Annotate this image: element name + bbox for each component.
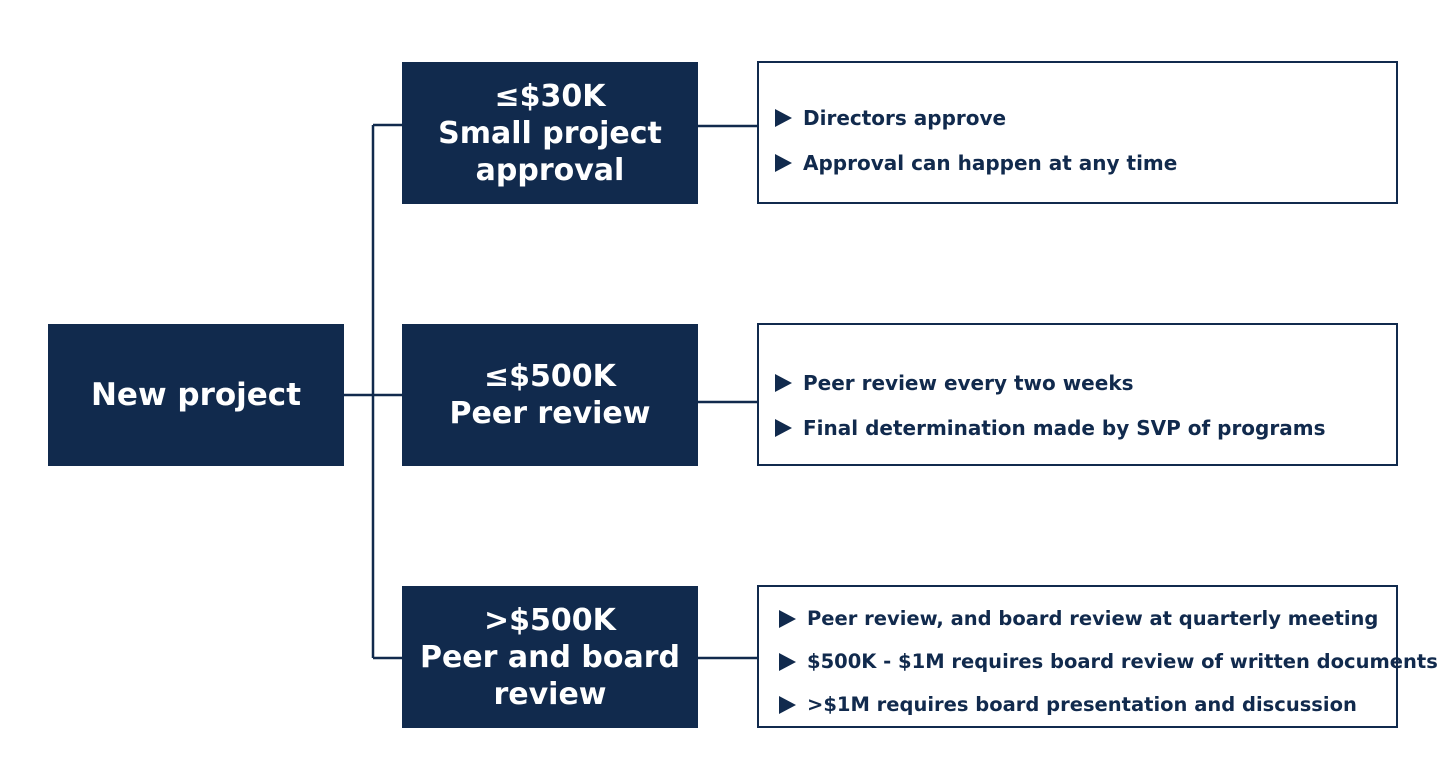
detail-text: Directors approve (803, 105, 1007, 130)
tier-node-peer-review: ≤$500K Peer review (402, 324, 698, 466)
detail-box-peer-review: Peer review every two weeks Final determ… (757, 323, 1398, 466)
detail-text: Peer review, and board review at quarter… (807, 607, 1379, 630)
detail-item: Approval can happen at any time (775, 140, 1396, 185)
tier-threshold: ≤$500K (484, 359, 616, 394)
tier-name-line: review (493, 676, 607, 712)
tier-name-line: Peer review (449, 396, 651, 431)
tier-node-small-project: ≤$30K Small project approval (402, 62, 698, 204)
detail-text: >$1M requires board presentation and dis… (807, 693, 1357, 716)
detail-item: Peer review every two weeks (775, 360, 1396, 405)
tier-threshold: >$500K (484, 602, 616, 638)
triangle-right-icon (779, 609, 796, 628)
detail-item: >$1M requires board presentation and dis… (779, 683, 1396, 726)
detail-item: Directors approve (775, 95, 1396, 140)
detail-text: Approval can happen at any time (803, 150, 1178, 175)
detail-box-small-project: Directors approve Approval can happen at… (757, 61, 1398, 204)
triangle-right-icon (775, 373, 792, 392)
detail-text: $500K - $1M requires board review of wri… (807, 650, 1438, 673)
root-node: New project (48, 324, 344, 466)
triangle-right-icon (775, 108, 792, 127)
detail-item: $500K - $1M requires board review of wri… (779, 640, 1438, 683)
tier-threshold: ≤$30K (494, 78, 606, 114)
triangle-right-icon (779, 695, 796, 714)
triangle-right-icon (775, 418, 792, 437)
detail-text: Peer review every two weeks (803, 370, 1134, 395)
detail-item: Peer review, and board review at quarter… (779, 597, 1396, 640)
tier-name-line: Small project (438, 115, 662, 151)
triangle-right-icon (779, 652, 796, 671)
tier-node-peer-and-board-review: >$500K Peer and board review (402, 586, 698, 728)
root-label: New project (90, 377, 302, 413)
tier-name-line: approval (475, 152, 625, 188)
detail-box-peer-and-board-review: Peer review, and board review at quarter… (757, 585, 1438, 728)
detail-text: Final determination made by SVP of progr… (803, 415, 1326, 440)
tier-name-line: Peer and board (419, 639, 681, 675)
triangle-right-icon (775, 153, 792, 172)
detail-item: Final determination made by SVP of progr… (775, 405, 1396, 450)
